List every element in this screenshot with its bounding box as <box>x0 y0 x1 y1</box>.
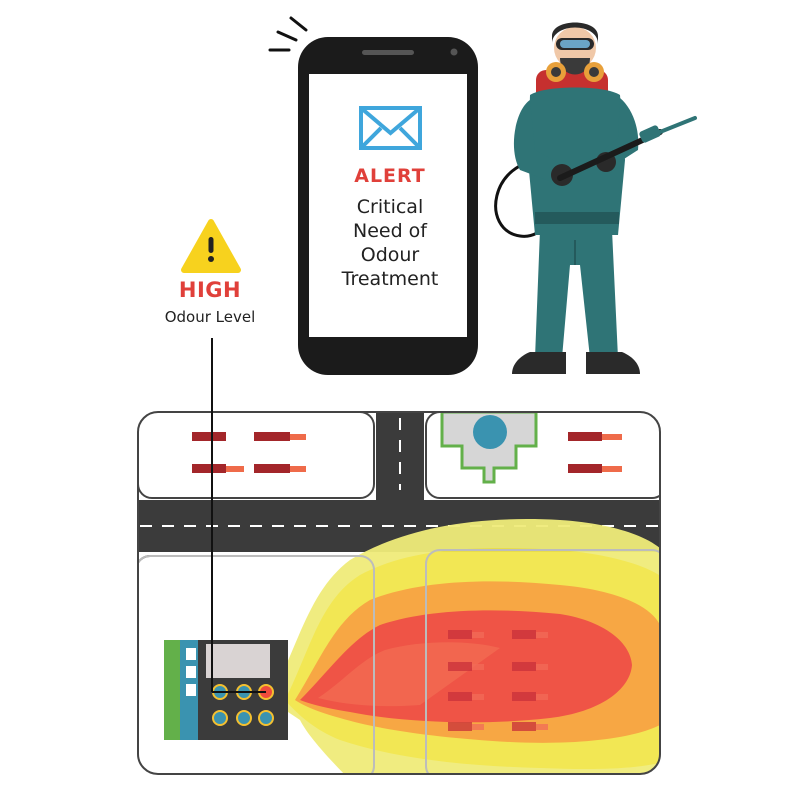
park-plaza <box>440 412 538 484</box>
buildings-bottom-right <box>448 630 548 731</box>
buildings-top-right <box>568 432 622 473</box>
odour-level-value: HIGH <box>178 278 242 302</box>
warning-icon <box>181 219 241 273</box>
technician-figure <box>494 22 697 374</box>
alert-label: ALERT <box>354 165 426 187</box>
sensor-connector <box>211 338 266 693</box>
odour-level-indicator: HIGH Odour Level <box>140 278 280 326</box>
buildings-top-left <box>192 432 306 473</box>
vibration-marks <box>268 16 308 52</box>
smartphone <box>268 16 478 375</box>
odour-plume <box>270 519 660 774</box>
phone-alert-content: ALERT Critical Need of Odour Treatment <box>310 165 470 291</box>
treatment-plant <box>164 640 288 740</box>
city-map <box>137 411 661 775</box>
odour-level-caption: Odour Level <box>164 308 256 326</box>
envelope-icon <box>359 106 422 150</box>
city-block <box>138 412 375 499</box>
alert-message: Critical Need of Odour Treatment <box>341 196 439 290</box>
